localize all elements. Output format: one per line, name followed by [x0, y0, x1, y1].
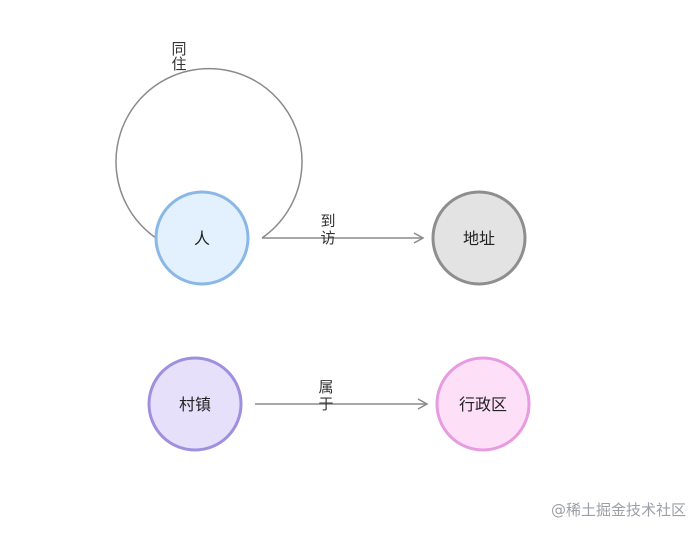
edge-cohabit-label-char-1: 同 [171, 40, 186, 58]
node-person[interactable]: 人 [154, 190, 250, 286]
node-village-label: 村镇 [179, 395, 211, 414]
edge-cohabit-label-char-2: 住 [171, 55, 186, 73]
edge-belongs-label-char-2: 于 [318, 395, 333, 413]
watermark: @稀土掘金技术社区 [550, 501, 686, 519]
node-address-label: 地址 [463, 229, 495, 248]
edge-visit-label-char-1: 到 [320, 212, 335, 230]
node-village[interactable]: 村镇 [147, 356, 243, 452]
node-district[interactable]: 行政区 [435, 356, 531, 452]
node-person-label: 人 [194, 229, 210, 248]
edge-cohabit-line [115, 67, 303, 248]
node-address-circle [431, 190, 527, 286]
node-district-label: 行政区 [459, 395, 507, 414]
edge-belongs[interactable]: 属 于 [255, 378, 429, 413]
edge-belongs-label-char-1: 属 [318, 378, 333, 396]
edge-visit[interactable]: 到 访 [262, 212, 425, 247]
edge-visit-label-char-2: 访 [320, 229, 335, 247]
node-address[interactable]: 地址 [431, 190, 527, 286]
node-person-circle [154, 190, 250, 286]
edge-cohabit[interactable]: 同 住 [115, 40, 303, 248]
node-village-circle [147, 356, 243, 452]
node-district-circle [435, 356, 531, 452]
